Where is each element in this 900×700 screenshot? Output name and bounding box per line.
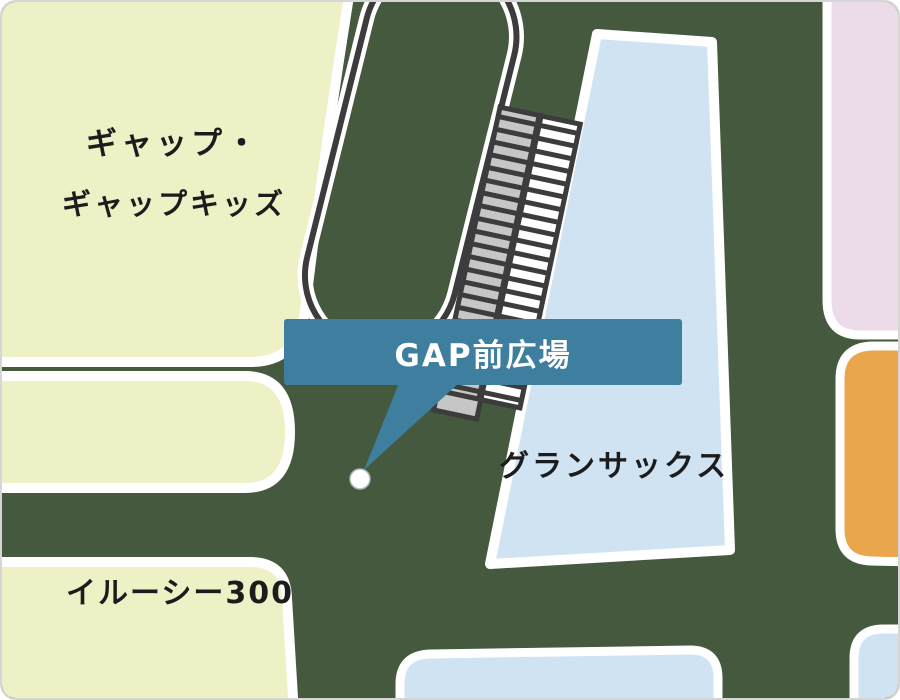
label-gap-store-line2: ギャップキッズ — [62, 187, 287, 221]
region-orange-store — [835, 341, 898, 567]
region-yellow-strip — [2, 371, 295, 493]
region-gap-store — [2, 2, 354, 367]
region-pink-store — [822, 2, 898, 340]
label-gap-store-line1: ギャップ・ — [86, 126, 261, 162]
label-illusie300-store: イルーシー300 — [66, 576, 295, 611]
callout-label: GAP前広場 — [394, 337, 572, 374]
location-marker-dot — [349, 468, 371, 490]
region-illusie300 — [2, 557, 299, 698]
label-gransacs-store: グランサックス — [499, 449, 730, 484]
callout-pointer — [364, 383, 459, 470]
region-blue-bottom-right — [849, 624, 898, 698]
callout-gap-plaza: GAP前広場 — [284, 319, 682, 385]
region-blue-bottom-center — [395, 645, 723, 698]
